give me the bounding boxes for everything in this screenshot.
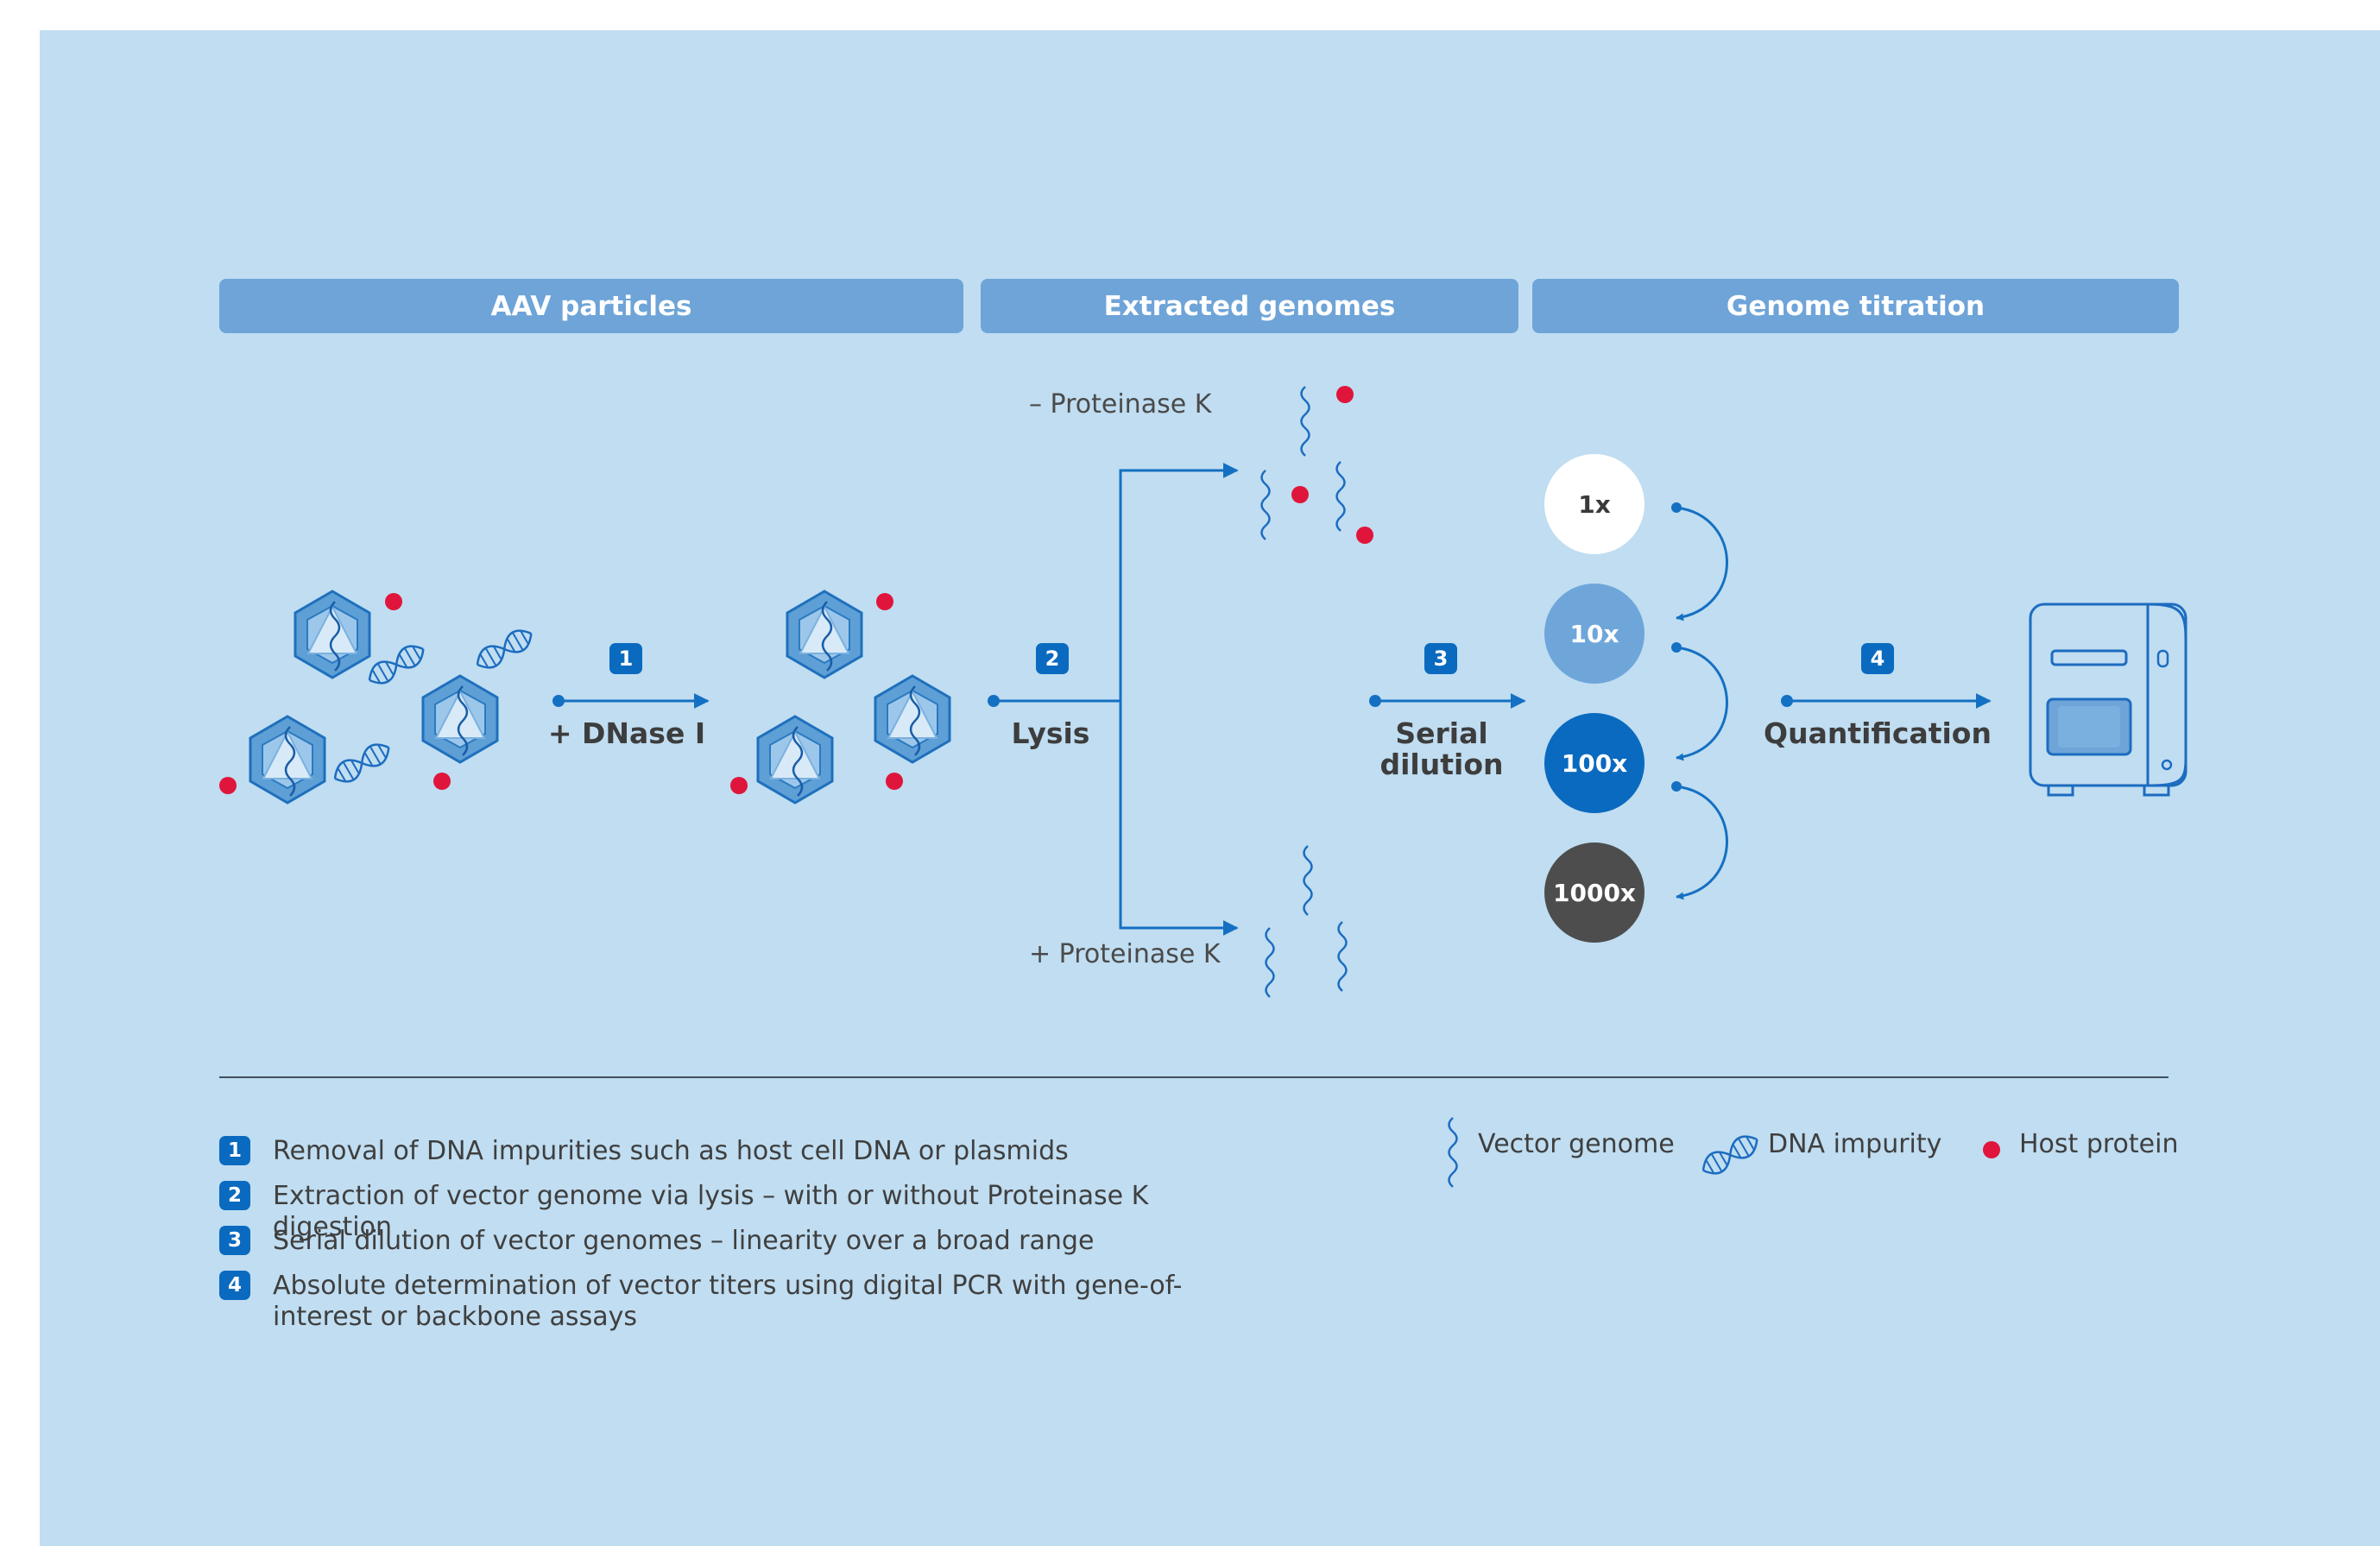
legend-vector-genome: Vector genome <box>1478 1129 1675 1159</box>
step-2-badge: 2 <box>1036 643 1069 674</box>
branch-minus-arrow <box>1119 463 1239 701</box>
step-3-badge: 3 <box>1424 643 1457 674</box>
dilution-arrow-10x-100x <box>1676 646 1728 761</box>
aav-capsid-icon <box>294 590 371 679</box>
vector-genome-icon <box>1335 460 1346 533</box>
note-3-text: Serial dilution of vector genomes – line… <box>273 1226 1095 1256</box>
dpcr-instrument-icon <box>2029 603 2187 797</box>
host-protein-icon <box>876 593 893 610</box>
dna-impurity-icon <box>470 623 538 675</box>
dna-impurity-icon <box>363 639 430 691</box>
legend-host-protein: Host protein <box>2019 1129 2179 1159</box>
host-protein-icon <box>1291 486 1309 503</box>
host-protein-icon <box>1336 386 1354 403</box>
dna-impurity-icon <box>328 737 395 789</box>
dilution-1000x: 1000x <box>1544 842 1645 943</box>
vector-genome-icon <box>1300 385 1310 457</box>
vector-genome-icon <box>1448 1116 1458 1189</box>
step-1-label: + DNase I <box>547 716 706 750</box>
dna-impurity-icon <box>1696 1129 1764 1181</box>
aav-capsid-icon <box>786 590 863 679</box>
host-protein-icon <box>886 773 903 790</box>
branch-plus-arrow <box>1119 701 1239 936</box>
note-4-text: Absolute determination of vector titers … <box>273 1271 1183 1332</box>
legend-dna-impurity: DNA impurity <box>1768 1129 1942 1159</box>
host-protein-icon <box>385 593 402 610</box>
host-protein-icon <box>219 777 237 794</box>
vector-genome-icon <box>1260 469 1271 541</box>
aav-capsid-icon <box>421 674 499 764</box>
note-3: 3 Serial dilution of vector genomes – li… <box>219 1226 1257 1257</box>
aav-capsid-icon <box>756 715 834 805</box>
divider <box>219 1076 2169 1078</box>
dilution-100x: 100x <box>1544 713 1645 813</box>
host-protein-icon <box>730 777 748 794</box>
note-2-badge: 2 <box>219 1181 250 1210</box>
vector-genome-icon <box>1265 926 1275 999</box>
step-4-label: Quantification <box>1764 716 1992 750</box>
vector-genome-icon <box>1303 844 1313 917</box>
note-2-text: Extraction of vector genome via lysis – … <box>273 1181 1149 1242</box>
plus-proteinase-k-label: + Proteinase K <box>1029 939 1221 969</box>
dilution-1x: 1x <box>1544 454 1645 554</box>
host-protein-icon <box>1983 1141 2000 1158</box>
minus-proteinase-k-label: – Proteinase K <box>1029 389 1212 420</box>
dilution-arrow-1x-10x <box>1676 506 1728 622</box>
step-1-badge: 1 <box>609 643 642 674</box>
note-1-text: Removal of DNA impurities such as host c… <box>273 1136 1069 1166</box>
note-1-badge: 1 <box>219 1136 250 1165</box>
dilution-arrow-100x-1000x <box>1676 785 1728 900</box>
step-4-badge: 4 <box>1861 643 1894 674</box>
dilution-10x: 10x <box>1544 584 1645 684</box>
host-protein-icon <box>433 773 451 790</box>
header-genome-titration: Genome titration <box>1532 279 2179 333</box>
header-aav-particles: AAV particles <box>219 279 963 333</box>
note-4: 4 Absolute determination of vector titer… <box>219 1271 1257 1333</box>
step-3-label: Serial dilution <box>1379 716 1504 781</box>
vector-genome-icon <box>1337 920 1348 993</box>
note-4-badge: 4 <box>219 1271 250 1300</box>
note-1: 1 Removal of DNA impurities such as host… <box>219 1136 1257 1167</box>
header-extracted-genomes: Extracted genomes <box>981 279 1518 333</box>
aav-capsid-icon <box>249 715 326 805</box>
note-2: 2 Extraction of vector genome via lysis … <box>219 1181 1257 1243</box>
host-protein-icon <box>1356 527 1373 544</box>
note-3-badge: 3 <box>219 1226 250 1255</box>
step-2-label: Lysis <box>1011 716 1090 750</box>
aav-capsid-icon <box>874 674 951 764</box>
